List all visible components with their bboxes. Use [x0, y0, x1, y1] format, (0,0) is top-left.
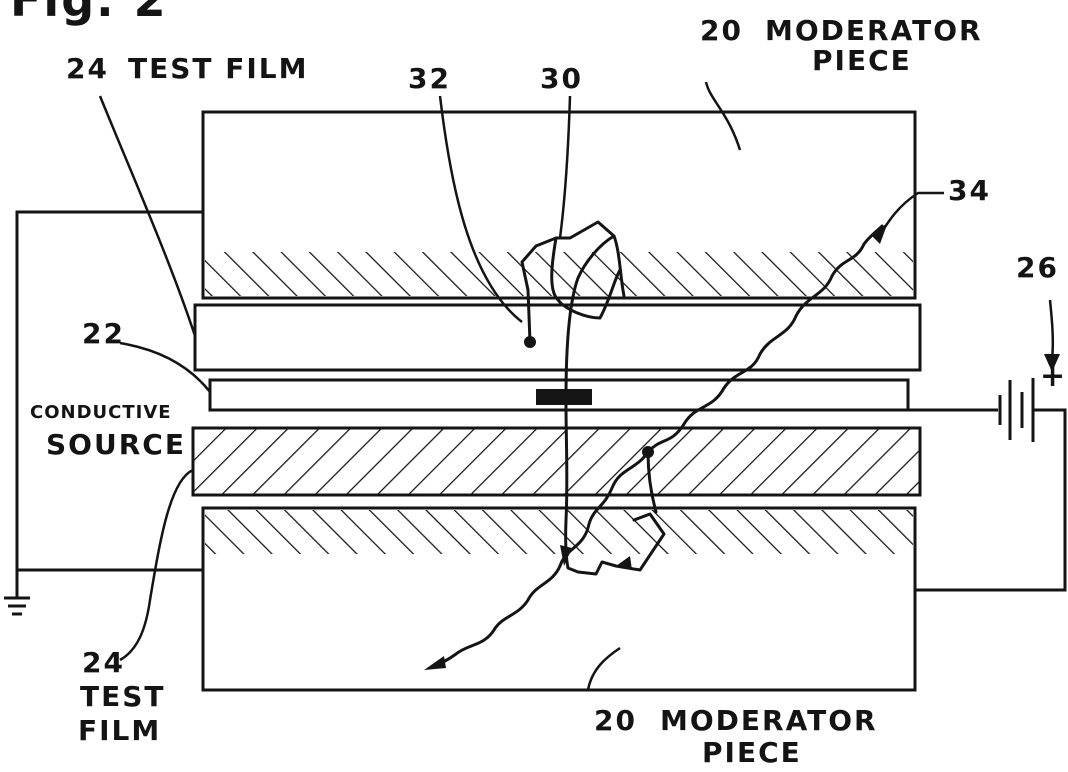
ref-22: 22 [82, 317, 125, 350]
bottom-moderator-piece [201, 506, 917, 692]
bottom-test-film-line2: FILM [78, 714, 161, 747]
label-bottom-moderator: 20 MODERATOR PIECE [594, 704, 878, 769]
bottom-test-film [191, 426, 922, 497]
top-test-film-text: TEST FILM [128, 52, 309, 85]
battery-icon [998, 378, 1035, 442]
top-moderator-piece [201, 110, 917, 300]
bottom-moderator-line2: PIECE [702, 736, 802, 769]
battery-circuit [908, 378, 1067, 592]
ref-26: 26 [1016, 251, 1059, 284]
ref-20-bottom: 20 [594, 704, 637, 737]
top-moderator-line1: MODERATOR [765, 14, 983, 47]
ref-34: 34 [948, 174, 991, 207]
arrowhead-icon [424, 656, 446, 670]
ground-symbol-icon [4, 596, 30, 616]
figure-label: Fig. 2 [10, 0, 168, 27]
interaction-point-lower [642, 446, 654, 458]
label-top-moderator: 20 MODERATOR PIECE [700, 14, 983, 77]
ref-32: 32 [408, 62, 451, 95]
ref-30: 30 [540, 62, 583, 95]
label-bottom-test-film: 24 TEST FILM [78, 646, 166, 747]
ground-circuit [4, 210, 203, 616]
conductive-source-line1: CONDUCTIVE [30, 402, 172, 423]
top-moderator-line2: PIECE [812, 44, 912, 77]
top-test-film [193, 303, 922, 372]
conductive-source-line2: SOURCE [46, 428, 186, 461]
ref-20-top: 20 [700, 14, 743, 47]
label-top-test-film: 24 TEST FILM [66, 52, 309, 85]
arrowhead-icon [616, 556, 632, 570]
label-conductive-source: CONDUCTIVE SOURCE [30, 402, 186, 461]
particle-tracks [424, 220, 888, 670]
ref-24-bottom: 24 [82, 646, 125, 679]
bottom-test-film-line1: TEST [80, 680, 166, 713]
interaction-point-upper [524, 336, 536, 348]
ref-24-top: 24 [66, 52, 109, 85]
bottom-moderator-line1: MODERATOR [660, 704, 878, 737]
leader-lines [98, 81, 1060, 691]
source-spot [536, 389, 592, 405]
conductive-source-plate [208, 378, 910, 412]
battery-plus: + [1040, 359, 1067, 394]
